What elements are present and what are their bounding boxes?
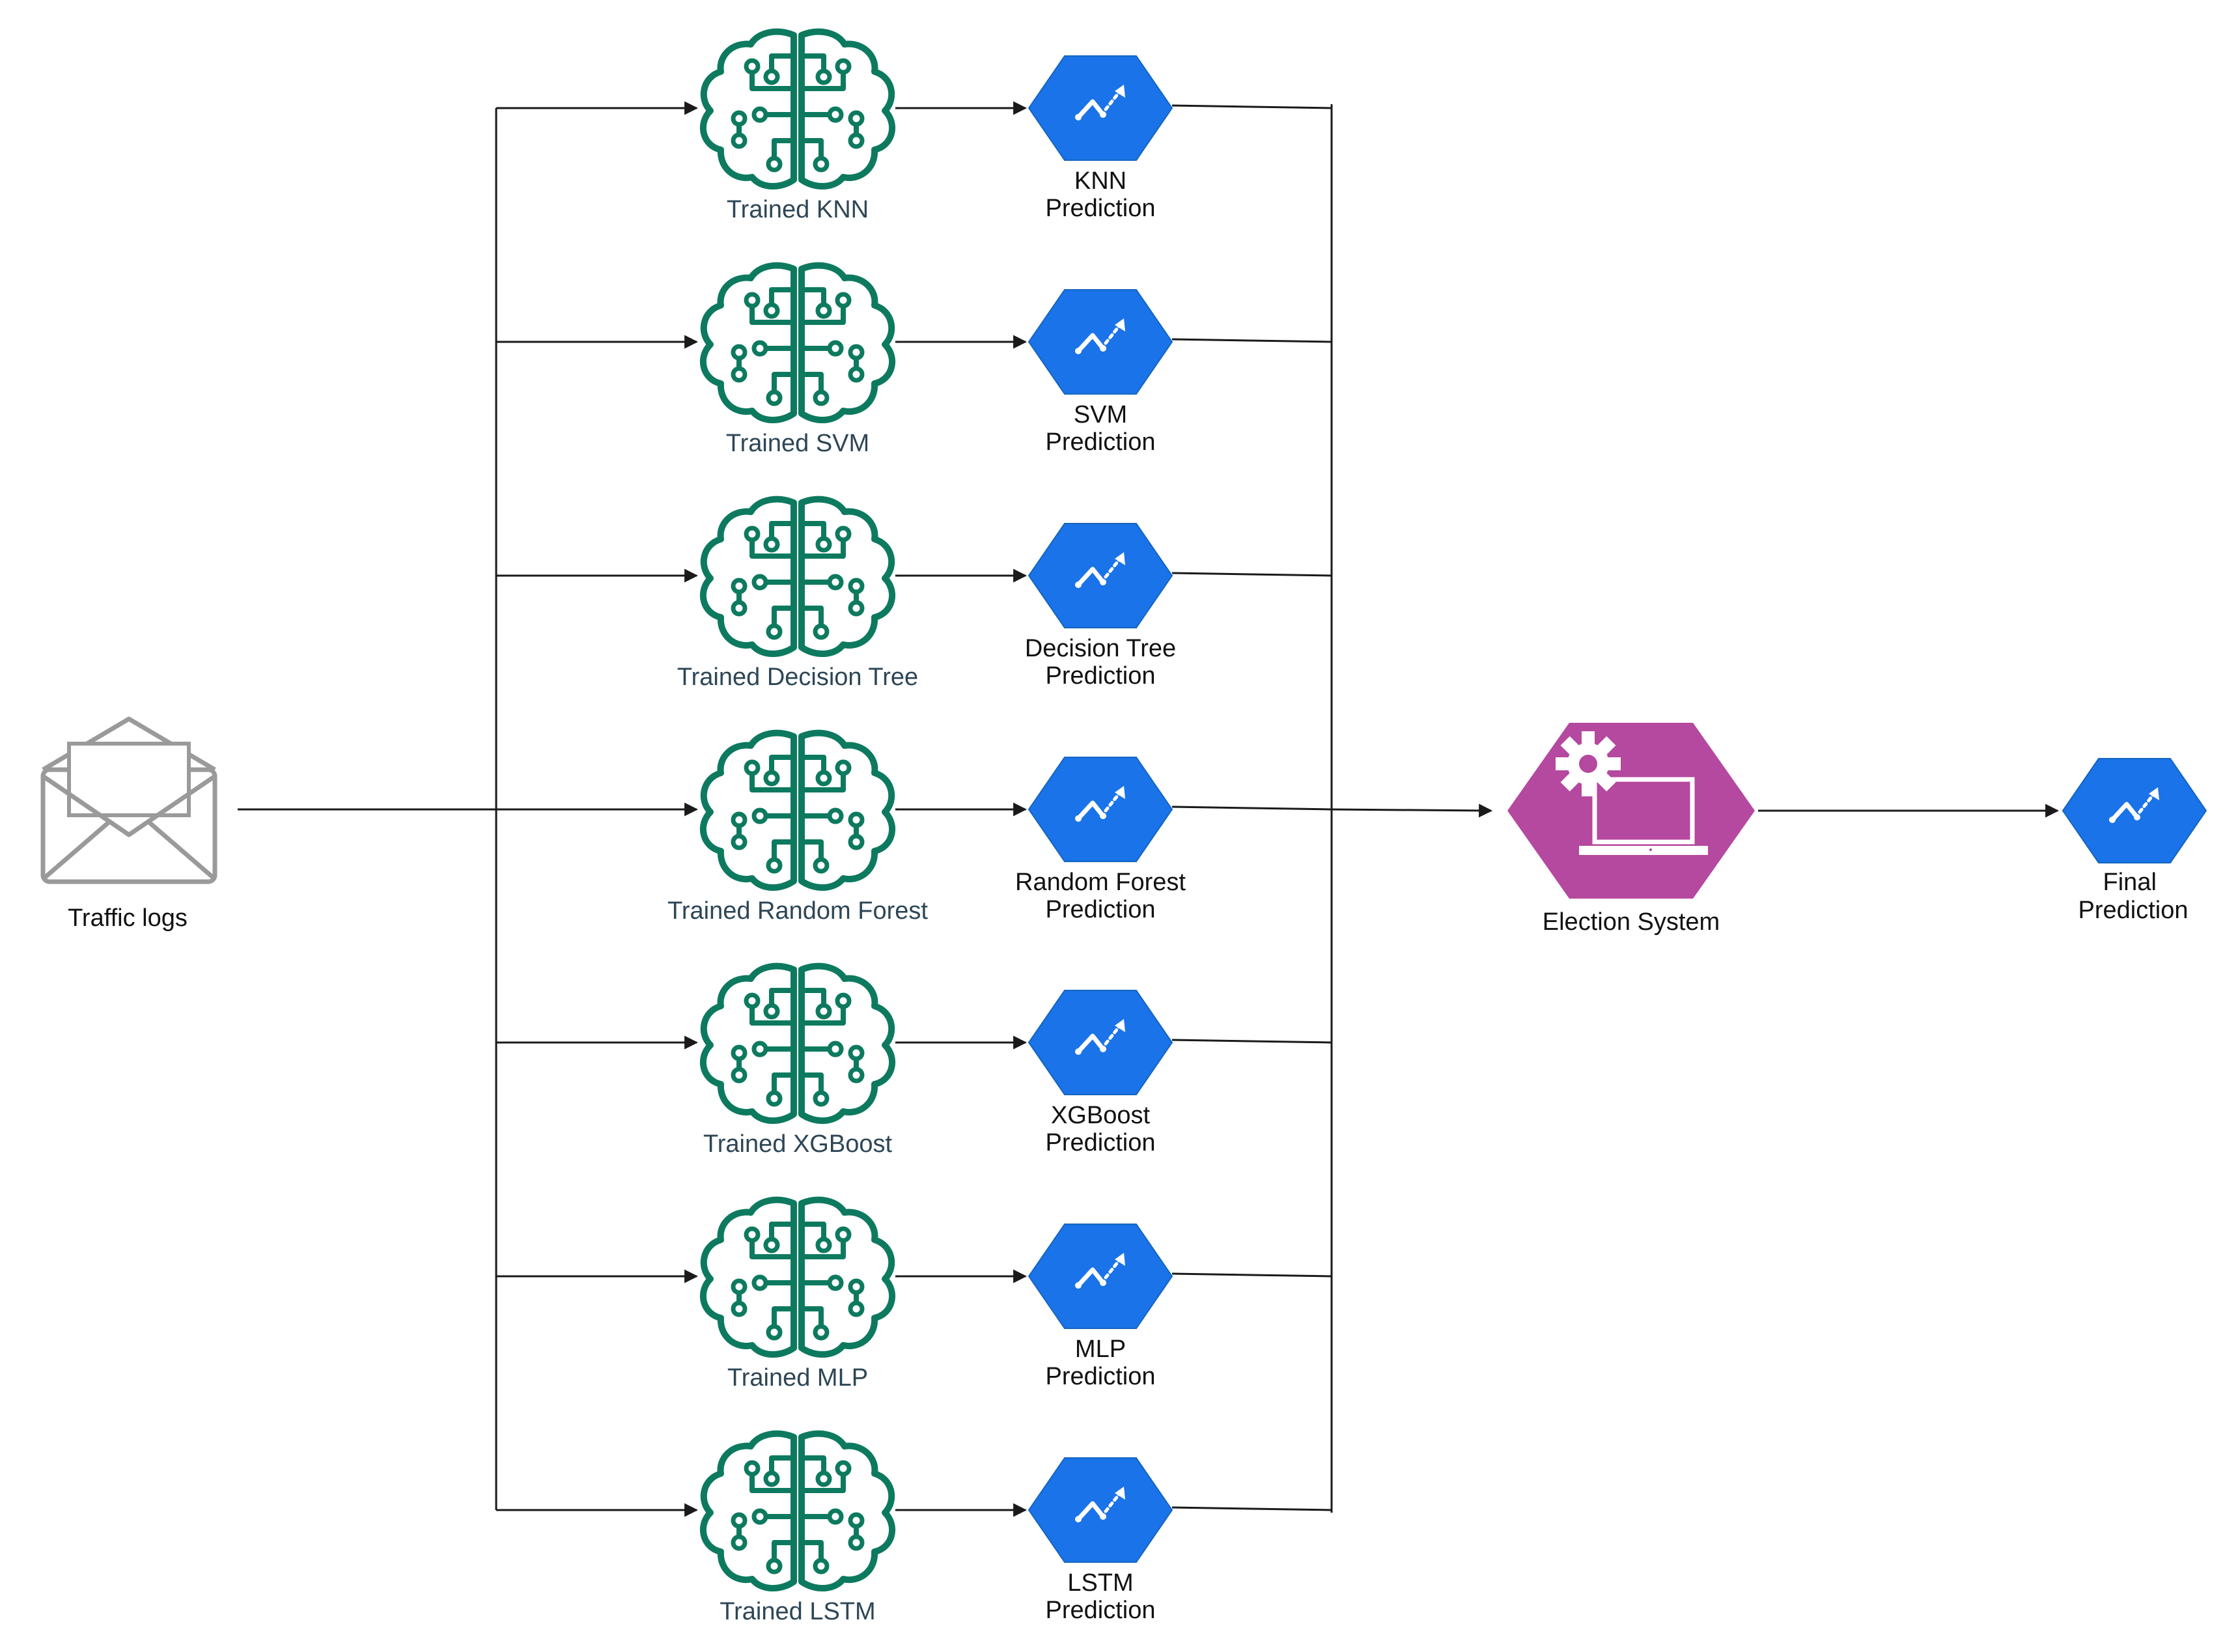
prediction-icon	[1028, 757, 1173, 862]
prediction-label-line1: LSTM	[1067, 1569, 1133, 1597]
prediction-icon	[1028, 55, 1173, 161]
prediction-label-line1: MLP	[1075, 1336, 1126, 1363]
prediction-label-line1: SVM	[1074, 401, 1127, 428]
prediction-icon	[1028, 523, 1173, 628]
envelope-icon	[40, 716, 217, 884]
brain-icon	[699, 729, 896, 891]
model-name-label: Trained SVM	[726, 430, 869, 457]
prediction-label-line2: Prediction	[1046, 896, 1156, 923]
prediction-label-line1: Decision Tree	[1025, 635, 1176, 662]
prediction-label-line1: XGBoost	[1051, 1102, 1151, 1129]
prediction-label-line1: KNN	[1074, 167, 1126, 195]
model-name-label: Trained MLP	[727, 1364, 868, 1392]
prediction-label-line2: Prediction	[1046, 1363, 1156, 1390]
prediction-to-bus-line	[1171, 1506, 1332, 1511]
prediction-to-bus-line	[1171, 1272, 1332, 1278]
final-prediction-label: Final Prediction	[2078, 869, 2189, 924]
connector-lines	[238, 101, 2060, 1517]
prediction-icon	[1028, 990, 1173, 1095]
final-prediction-line1: Final	[2103, 869, 2157, 896]
model-name-label: Trained Random Forest	[667, 897, 928, 925]
prediction-icon	[1028, 1457, 1173, 1563]
prediction-icon	[2062, 758, 2207, 863]
traffic-logs-label: Traffic logs	[68, 904, 188, 932]
brain-icon	[699, 962, 896, 1125]
prediction-to-bus-line	[1171, 572, 1332, 577]
prediction-to-bus-line	[1171, 338, 1332, 343]
brain-icon	[699, 1196, 896, 1358]
prediction-label-line2: Prediction	[1046, 662, 1156, 690]
model-name-label: Trained XGBoost	[703, 1130, 893, 1158]
prediction-to-bus-line	[1171, 805, 1332, 811]
brain-icon	[699, 262, 896, 424]
model-name-label: Trained Decision Tree	[677, 664, 918, 691]
model-name-label: Trained LSTM	[720, 1598, 875, 1625]
bus-to-election-arrow	[1331, 804, 1493, 818]
prediction-icon	[1028, 289, 1173, 395]
gear-laptop-icon	[1507, 723, 1755, 899]
prediction-label-line2: Prediction	[1046, 428, 1156, 456]
final-prediction-node: Final Prediction	[2062, 758, 2207, 924]
election-system-label: Election System	[1543, 908, 1720, 936]
final-prediction-hex	[2062, 758, 2207, 863]
prediction-label-line2: Prediction	[1046, 1597, 1156, 1624]
prediction-to-bus-line	[1171, 104, 1332, 109]
brain-icon	[699, 28, 896, 190]
prediction-label-line2: Prediction	[1046, 195, 1156, 222]
prediction-label-line2: Prediction	[1046, 1129, 1156, 1156]
model-name-label: Trained KNN	[727, 196, 869, 223]
prediction-to-bus-line	[1171, 1039, 1332, 1044]
brain-icon	[699, 496, 896, 658]
prediction-label-line1: Random Forest	[1015, 869, 1186, 896]
election-system-node: Election System	[1507, 723, 1755, 936]
brain-icon	[699, 1430, 896, 1592]
traffic-logs-node: Traffic logs	[40, 716, 217, 932]
prediction-icon	[1028, 1224, 1173, 1329]
final-prediction-line2: Prediction	[2078, 897, 2189, 924]
